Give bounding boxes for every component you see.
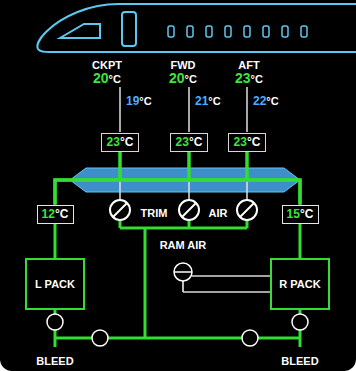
ram-air-lines	[183, 276, 270, 292]
unit-text: °C	[185, 73, 197, 85]
unit-text: °C	[55, 208, 68, 220]
zone-name: CKPT	[92, 59, 122, 71]
duct-connector	[54, 224, 57, 259]
trim-air-valves	[110, 200, 257, 220]
label-group: AIR	[209, 204, 228, 220]
label-group: 22°C	[253, 92, 279, 108]
label-group: AFT	[238, 56, 259, 72]
duct-connector	[55, 152, 247, 205]
unit-text: °C	[189, 136, 202, 148]
fuselage-outline	[37, 4, 356, 52]
value-text: R PACK	[279, 279, 320, 290]
label-group: BLEED	[281, 352, 318, 368]
source-label: BLEED	[36, 355, 73, 367]
duct-connector	[120, 152, 300, 205]
zone-temp-box: 23°C	[170, 133, 208, 152]
value-text: 23	[107, 136, 120, 148]
zone-temp: 20	[93, 70, 109, 86]
pack-box: R PACK	[270, 258, 330, 310]
label-group: 20°C	[93, 70, 121, 86]
trim-air-lines	[120, 152, 247, 200]
duct-temp: 22	[253, 94, 266, 108]
unit-text: °C	[120, 136, 133, 148]
unit-text: °C	[139, 95, 151, 107]
zone-name: FWD	[170, 59, 195, 71]
label-group: 21°C	[195, 92, 221, 108]
duct-connector	[247, 152, 300, 205]
value-text: 12	[42, 208, 55, 220]
ram-air-valve	[174, 263, 192, 292]
zone-temp: 20	[169, 70, 185, 86]
value-text: 15	[287, 208, 300, 220]
cabin-windows	[168, 26, 307, 37]
pack-temp-box: 15°C	[282, 205, 319, 224]
zone-duct-lines	[120, 87, 247, 132]
pack-temp-box: 12°C	[37, 205, 74, 224]
valve-label: AIR	[209, 207, 228, 219]
label-group: RAM AIR	[160, 236, 207, 252]
zone-name: AFT	[238, 59, 259, 71]
value-text: 23	[176, 136, 189, 148]
label-group: FWD	[170, 56, 195, 72]
duct-connector	[55, 152, 189, 205]
source-label: BLEED	[281, 355, 318, 367]
cockpit-window	[60, 24, 100, 38]
label-group: 19°C	[126, 92, 152, 108]
unit-text: °C	[251, 73, 263, 85]
cabin-door	[122, 12, 136, 46]
duct-connector	[299, 224, 302, 259]
zone-temp: 23	[235, 70, 251, 86]
duct-temp: 21	[195, 94, 208, 108]
zone-temp-box: 23°C	[228, 133, 266, 152]
pack-box: L PACK	[25, 258, 85, 310]
duct-connector	[55, 152, 120, 205]
bleed-valves	[47, 314, 308, 346]
unit-text: °C	[266, 95, 278, 107]
label-group: CKPT	[92, 56, 122, 72]
value-text: L PACK	[35, 279, 75, 290]
zone-temp-box: 23°C	[101, 133, 139, 152]
valve-label: RAM AIR	[160, 239, 207, 251]
value-text: 23	[234, 136, 247, 148]
duct-connector	[189, 152, 300, 205]
duct-temp: 19	[126, 94, 139, 108]
valve-label: TRIM	[141, 207, 168, 219]
unit-text: °C	[300, 208, 313, 220]
label-group: BLEED	[36, 352, 73, 368]
label-group: TRIM	[141, 204, 168, 220]
label-group: 20°C	[169, 70, 197, 86]
label-group: 23°C	[235, 70, 263, 86]
bleed-pipes	[55, 220, 300, 347]
unit-text: °C	[247, 136, 260, 148]
unit-text: °C	[109, 73, 121, 85]
unit-text: °C	[208, 95, 220, 107]
